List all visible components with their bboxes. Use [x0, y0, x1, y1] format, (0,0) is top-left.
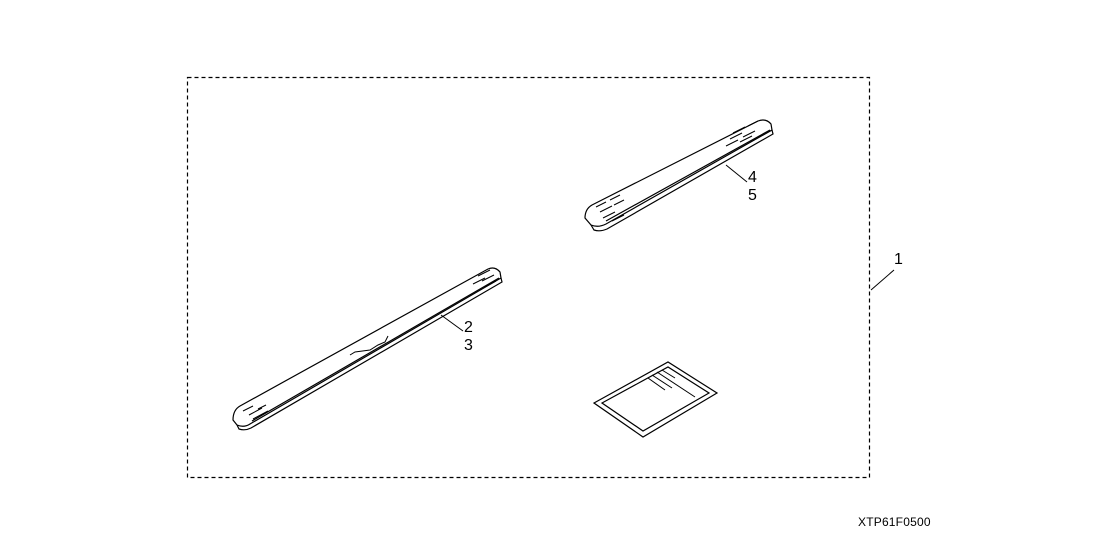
- rear-sill-plate: [584, 119, 774, 232]
- kit-boundary-frame: [186, 76, 871, 479]
- callout-2: 2: [464, 319, 473, 336]
- leader-line-1: [870, 269, 895, 291]
- callout-4: 4: [748, 169, 757, 186]
- front-sill-plate: [232, 267, 503, 431]
- installation-instructions-sheet: [592, 361, 719, 438]
- callout-5: 5: [748, 187, 757, 204]
- leader-line-4-5: [725, 164, 748, 183]
- callout-3: 3: [464, 337, 473, 354]
- figure-code: XTP61F0500: [858, 515, 931, 529]
- leader-line-2-3: [440, 314, 464, 332]
- callout-1: 1: [894, 251, 903, 268]
